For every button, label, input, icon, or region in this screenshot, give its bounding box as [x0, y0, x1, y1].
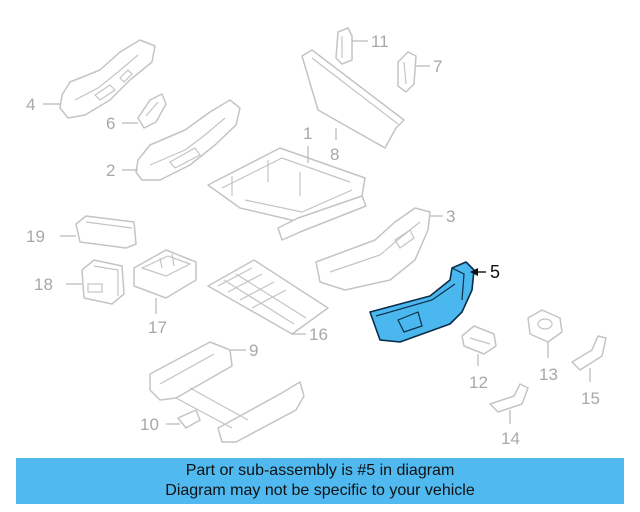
part-10-shape — [177, 409, 201, 429]
callout-14: 14 — [501, 429, 520, 448]
part-16-shape — [207, 259, 329, 335]
callout-16: 16 — [309, 325, 328, 344]
callout-8: 8 — [330, 145, 339, 164]
part-4-shape — [59, 39, 156, 119]
part-19-shape — [75, 215, 137, 249]
part-18-shape — [81, 259, 125, 305]
part-11-shape — [335, 27, 353, 65]
part-7-shape — [397, 51, 417, 93]
callout-3: 3 — [446, 207, 455, 226]
callout-2: 2 — [106, 161, 115, 180]
callout-5: 5 — [490, 262, 500, 282]
callout-19: 19 — [26, 227, 45, 246]
callout-9: 9 — [249, 341, 258, 360]
callout-7: 7 — [433, 57, 442, 76]
callout-13: 13 — [539, 365, 558, 384]
callout-10: 10 — [140, 415, 159, 434]
part-14-shape — [489, 383, 529, 413]
callout-17: 17 — [148, 318, 167, 337]
part-12-shape — [461, 325, 497, 355]
callout-11: 11 — [371, 32, 389, 51]
part-3-shape — [315, 207, 431, 291]
info-banner: Part or sub-assembly is #5 in diagram Di… — [16, 458, 624, 504]
callout-4: 4 — [26, 95, 35, 114]
part-15-shape — [571, 335, 607, 371]
callout-15: 15 — [581, 389, 600, 408]
part-8-shape — [301, 49, 405, 149]
callout-18: 18 — [34, 275, 53, 294]
part-6-shape — [137, 93, 167, 129]
banner-line-1: Part or sub-assembly is #5 in diagram — [185, 462, 455, 479]
part-5-shape — [369, 261, 475, 343]
callout-6: 6 — [106, 114, 115, 133]
part-1-shape — [207, 147, 367, 241]
part-2-shape — [135, 99, 241, 181]
part-17-shape — [133, 249, 197, 299]
callout-1: 1 — [303, 124, 312, 143]
banner-line-2: Diagram may not be specific to your vehi… — [165, 482, 475, 499]
callout-12: 12 — [469, 373, 488, 392]
part-13-shape — [527, 309, 563, 343]
part-9-shape — [149, 341, 305, 443]
